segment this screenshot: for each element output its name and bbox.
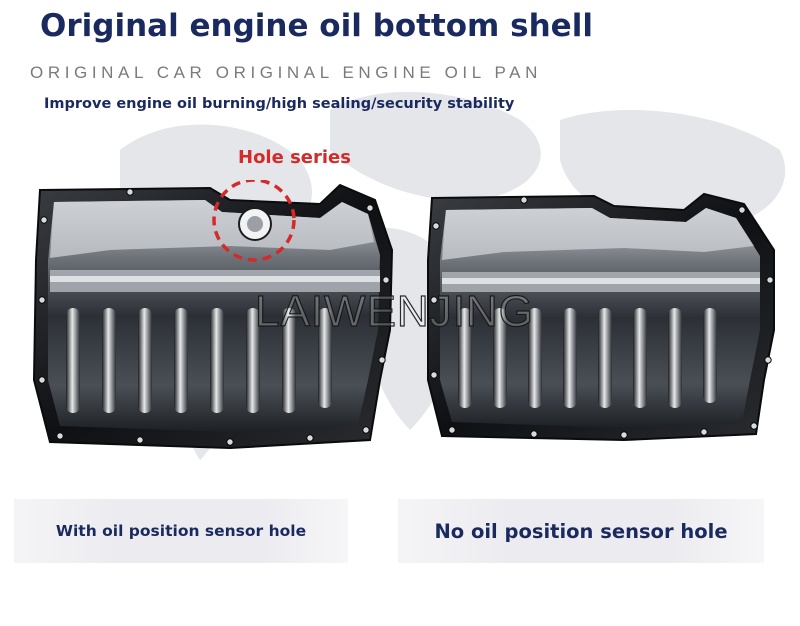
watermark: LAIWENJING [254,286,534,336]
subtitle: ORIGINAL CAR ORIGINAL ENGINE OIL PAN [30,63,542,82]
hole-series-label: Hole series [238,147,351,168]
tagline: Improve engine oil burning/high sealing/… [44,96,515,112]
page-title: Original engine oil bottom shell [40,8,593,44]
oil-pan-with-sensor-hole-icon [32,180,394,450]
caption-no-sensor-hole: No oil position sensor hole [398,499,764,563]
oil-pan-without-sensor-hole-icon [427,192,775,442]
caption-with-sensor-hole: With oil position sensor hole [14,499,348,563]
